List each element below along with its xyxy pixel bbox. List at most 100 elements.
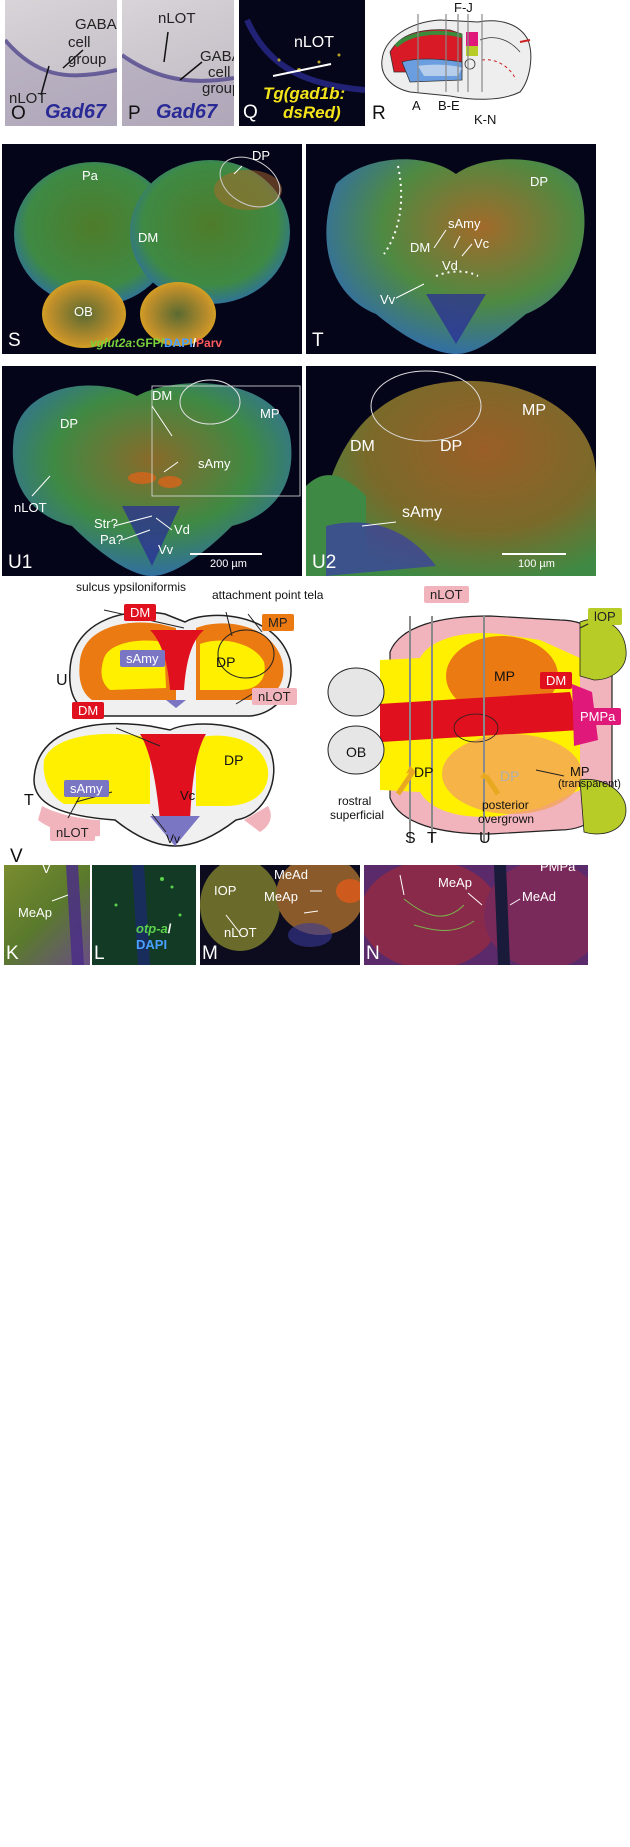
dp-label-transparent: DP — [500, 768, 520, 784]
panel-k: V MeAp K — [4, 865, 90, 965]
panel-q: nLOT Q Tg(gad1b: dsRed) — [239, 0, 365, 126]
stain-legend: otp-a/ — [136, 921, 172, 936]
section-image — [306, 370, 596, 576]
u-label: U — [56, 672, 68, 689]
vc-label: Vc — [474, 236, 490, 251]
mp-box: MP — [262, 614, 294, 631]
pa-label: Pa — [82, 168, 98, 183]
dp-label-lower: DP — [224, 752, 244, 768]
panel-v: sulcus ypsiloniformis attachment point t… — [0, 580, 630, 850]
tela-label: attachment point tela — [212, 588, 324, 602]
vc-label: Vc — [180, 788, 196, 803]
mp-label: MP — [522, 402, 546, 419]
a-label: A — [412, 98, 421, 113]
nlot-box-lower: nLOT — [50, 824, 95, 841]
vv-label: Vv — [158, 542, 174, 557]
transparent-label: (transparent) — [558, 778, 621, 790]
panel-letter: R — [372, 103, 386, 124]
panel-n: MeAp MeAd PMPa N — [364, 865, 588, 965]
pmpa-box: PMPa — [574, 708, 622, 725]
samy-label: sAmy — [448, 216, 481, 231]
dm-label: DM — [138, 230, 159, 245]
ob-label: OB — [346, 744, 367, 760]
panel-letter: U2 — [312, 552, 337, 573]
gene-label: Gad67 — [156, 101, 218, 123]
overgrown-label: overgrown — [478, 812, 535, 826]
meap-label: MeAp — [18, 905, 52, 920]
scale-label: 100 µm — [518, 558, 555, 570]
panel-letter: U1 — [8, 552, 33, 573]
str-label: Str? — [94, 516, 118, 531]
mp-label: MP — [494, 668, 515, 684]
panel-letter: T — [312, 330, 324, 351]
section-image — [92, 865, 196, 965]
samy-box-lower: sAmy — [64, 780, 109, 797]
section-image — [326, 159, 585, 354]
samy-label: sAmy — [198, 456, 231, 471]
nlot-box-upper: nLOT — [252, 688, 297, 705]
schematic-diagram — [33, 609, 627, 847]
panel-letter: O — [11, 103, 26, 124]
nlot-label: nLOT — [224, 925, 257, 940]
dp-label: DP — [252, 148, 271, 163]
cell-group-label: cell group — [68, 34, 107, 68]
nlot-label: nLOT — [294, 34, 335, 51]
transgene-line2: dsRed) — [283, 103, 341, 122]
section-image — [364, 865, 588, 965]
panel-p: nLOT GABA cell group P Gad67 — [122, 0, 234, 126]
brain-schematic — [381, 14, 532, 100]
dm-label: DM — [410, 240, 431, 255]
samy-box-upper: sAmy — [120, 650, 165, 667]
mead-label: MeAd — [274, 867, 308, 882]
panel-u1: DM MP DP sAmy nLOT Str? Vd Pa? Vv 200 µm… — [2, 366, 302, 576]
gaba-label: GABA — [200, 48, 234, 65]
dp-label: DP — [414, 764, 434, 780]
panel-l: otp-a/ DAPI L — [92, 865, 196, 965]
gene-label: Gad67 — [45, 101, 107, 123]
iop-label: IOP — [214, 883, 237, 898]
panel-letter: N — [366, 943, 380, 964]
vv-label: Vv — [166, 832, 181, 846]
kn-label: K-N — [474, 112, 497, 126]
panel-u2: MP DM DP sAmy 100 µm U2 — [306, 366, 596, 576]
v-label: V — [42, 865, 51, 876]
fj-label: F-J — [454, 0, 473, 15]
be-label: B-E — [438, 98, 460, 113]
s-label: S — [405, 830, 416, 847]
panel-o: GABA cell group nLOT O Gad67 — [5, 0, 117, 126]
samy-label: sAmy — [402, 504, 442, 521]
section-image — [14, 156, 290, 348]
rostral-label: rostral — [338, 794, 372, 808]
posterior-label: posterior — [482, 798, 529, 812]
nlot-label: nLOT — [158, 10, 196, 27]
t-label: T — [427, 830, 437, 847]
dm-label: DM — [350, 438, 375, 455]
gaba-label: GABA — [75, 16, 117, 33]
panel-t: DP DM sAmy Vc Vd Vv T — [306, 144, 596, 354]
panel-letter: M — [202, 943, 218, 964]
dp-label: DP — [60, 416, 79, 431]
group-label: group — [202, 80, 234, 97]
panel-letter: S — [8, 330, 21, 351]
stain-legend: vglut2a:GFP/DAPI/Parv — [90, 336, 223, 350]
panel-letter: Q — [243, 102, 258, 123]
section-image — [12, 379, 301, 576]
iop-box: lOP — [588, 608, 622, 625]
sulcus-label: sulcus ypsiloniformis — [76, 580, 187, 594]
section-image — [51, 865, 84, 965]
u-label: U — [479, 830, 491, 847]
dm-label: DM — [152, 388, 173, 403]
dm-box: DM — [540, 672, 573, 689]
panel-letter: K — [6, 943, 19, 964]
scale-label: 200 µm — [210, 558, 247, 570]
nlot-label: nLOT — [14, 500, 47, 515]
panel-letter: P — [128, 103, 141, 124]
transgene-line1: Tg(gad1b: — [263, 84, 346, 103]
pmpa-label: PMPa — [540, 865, 576, 874]
vd-label: Vd — [174, 522, 190, 537]
t-label: T — [24, 792, 34, 809]
vd-label: Vd — [442, 258, 458, 273]
panel-letter-v: V — [10, 846, 23, 867]
tissue-outline — [122, 31, 234, 126]
superficial-label: superficial — [330, 808, 385, 822]
